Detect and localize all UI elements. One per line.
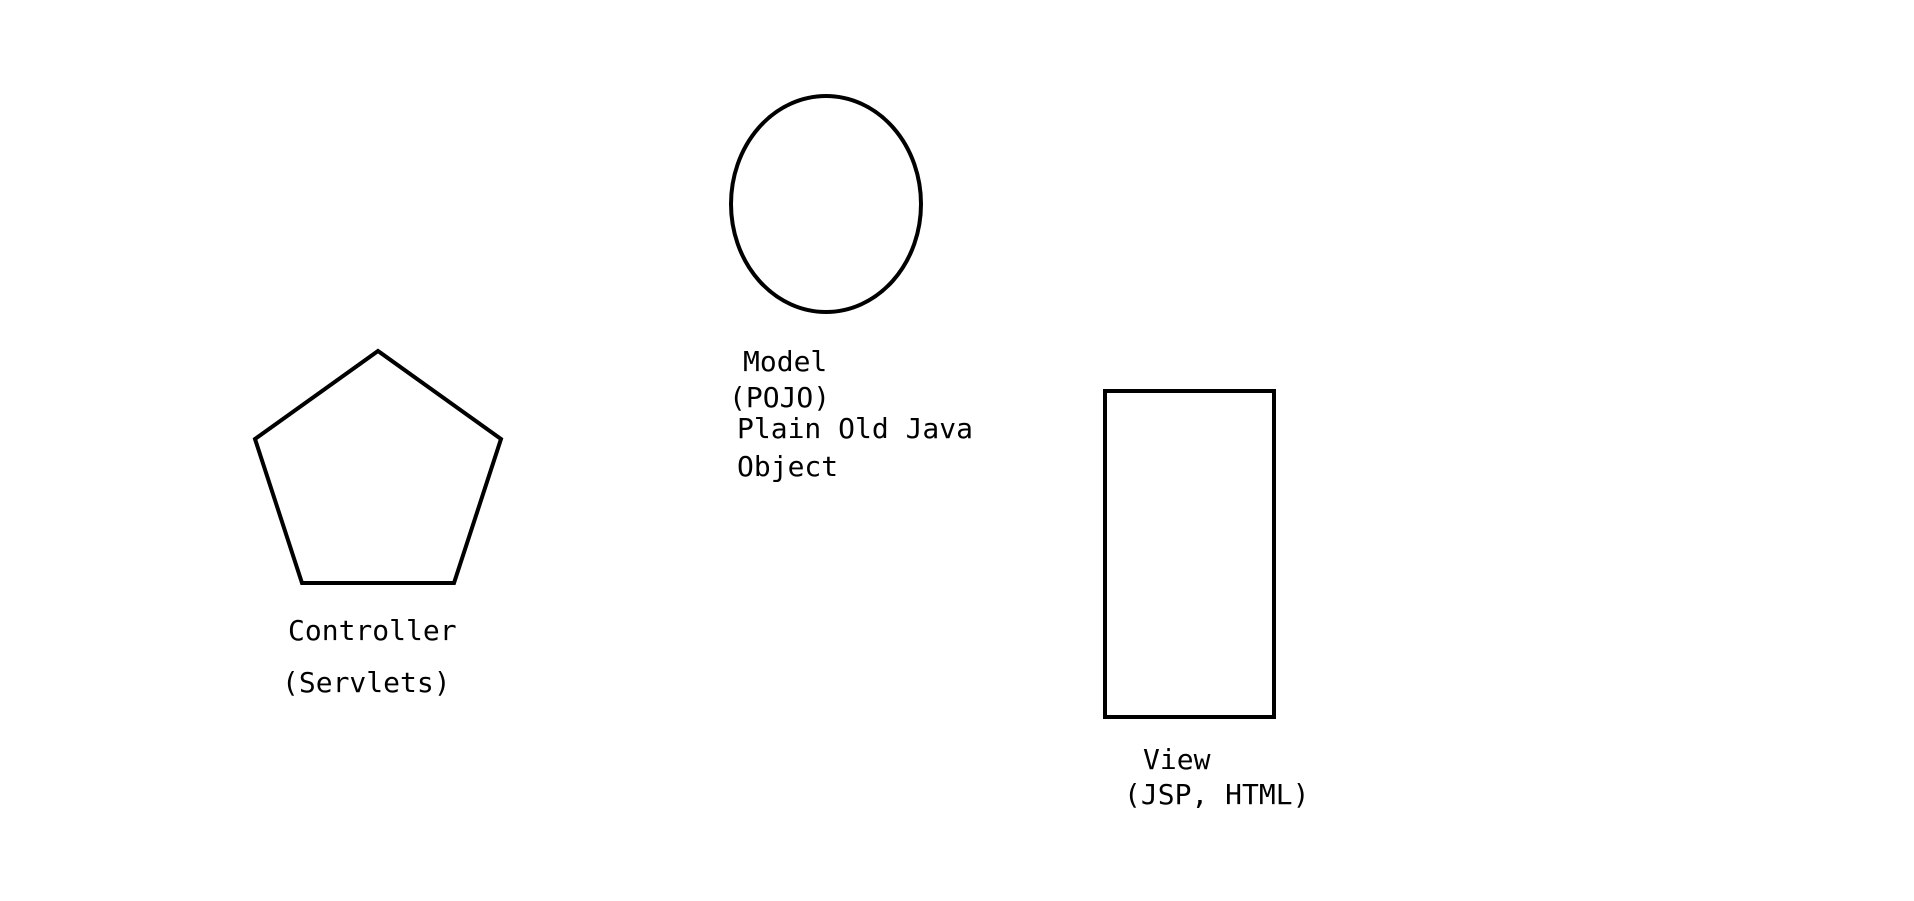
model-description-line1: Plain Old Java xyxy=(737,412,973,445)
controller-label: Controller xyxy=(288,614,457,647)
view-rectangle xyxy=(1103,389,1276,719)
model-description-line2: Object xyxy=(737,450,838,483)
controller-sublabel: (Servlets) xyxy=(282,666,451,699)
controller-pentagon xyxy=(252,348,504,585)
model-label: Model xyxy=(743,345,827,378)
model-group: Model (POJO) Plain Old Java Object xyxy=(729,94,973,483)
controller-group: Controller (Servlets) xyxy=(252,348,504,699)
view-sublabel: (JSP, HTML) xyxy=(1124,778,1309,811)
view-label: View xyxy=(1143,743,1211,776)
view-group: View (JSP, HTML) xyxy=(1103,389,1309,811)
model-sublabel: (POJO) xyxy=(729,381,830,414)
model-ellipse xyxy=(729,94,923,314)
